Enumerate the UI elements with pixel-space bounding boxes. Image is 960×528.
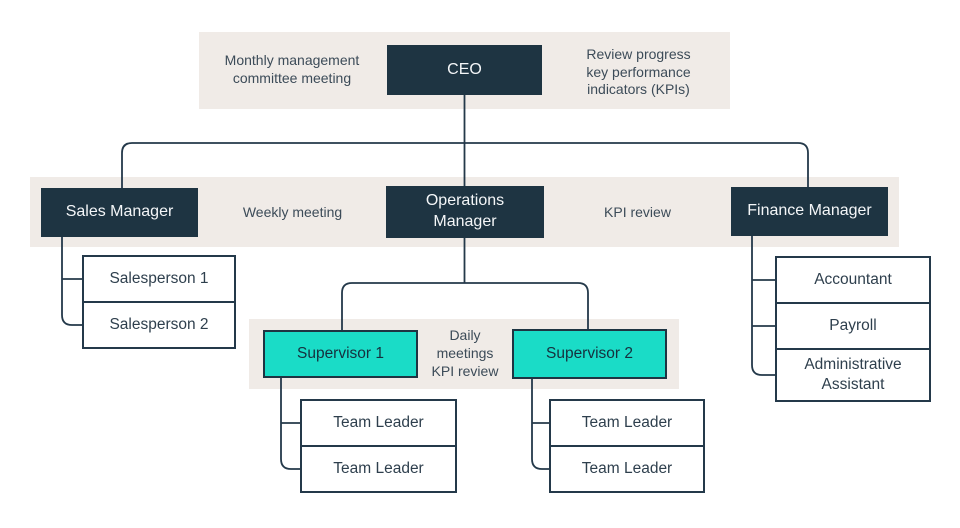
node-payroll: Payroll	[775, 302, 931, 350]
node-accountant: Accountant	[775, 256, 931, 304]
node-finance-manager: Finance Manager	[731, 187, 888, 236]
connector-supervisor2-drop	[531, 379, 550, 470]
node-team-leader-1a: Team Leader	[300, 399, 457, 447]
node-sales-manager: Sales Manager	[41, 188, 198, 237]
node-salesperson-2: Salesperson 2	[82, 301, 236, 349]
annotation-review-progress: Review progress key performance indicato…	[586, 46, 691, 97]
connector-finance-drop	[751, 236, 776, 376]
node-supervisor-1: Supervisor 1	[263, 330, 418, 378]
node-operations-manager: Operations Manager	[386, 186, 544, 238]
node-team-leader-2b: Team Leader	[549, 445, 705, 493]
connector-supervisor1-drop	[280, 378, 301, 470]
annotation-kpi-review-supervisors: KPI review	[431, 363, 499, 379]
node-salesperson-1: Salesperson 1	[82, 255, 236, 303]
annotation-daily-meetings: Daily meetings	[436, 327, 494, 361]
annotation-monthly-meeting: Monthly management committee meeting	[224, 52, 360, 86]
node-ceo: CEO	[387, 45, 542, 95]
connector-sales-drop	[61, 237, 83, 326]
node-administrative-assistant: Administrative Assistant	[775, 348, 931, 402]
node-team-leader-2a: Team Leader	[549, 399, 705, 447]
annotation-weekly-meeting: Weekly meeting	[242, 204, 343, 220]
connector-operations-to-supervisors	[341, 282, 589, 330]
annotation-kpi-review-managers: KPI review	[604, 204, 671, 220]
connector-ceo-to-side-managers	[121, 142, 809, 188]
node-team-leader-1b: Team Leader	[300, 445, 457, 493]
node-supervisor-2: Supervisor 2	[512, 329, 667, 379]
